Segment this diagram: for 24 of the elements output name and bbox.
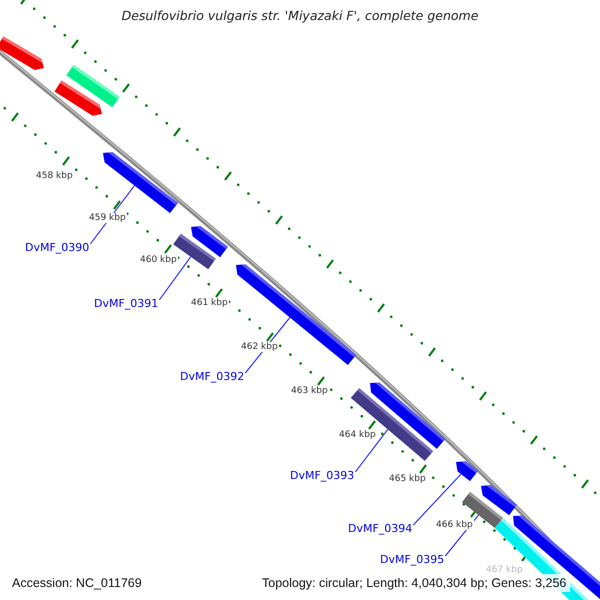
scale-label: 463 kbp bbox=[290, 386, 329, 396]
leader-line bbox=[158, 256, 192, 300]
scale-label: 461 kbp bbox=[190, 298, 229, 308]
gene-feature bbox=[103, 152, 178, 214]
scale-label: 465 kbp bbox=[388, 474, 427, 484]
gene-label: DvMF_0392 bbox=[180, 371, 244, 384]
scale-label: 467 kbp bbox=[485, 565, 524, 576]
scale-label: 466 kbp bbox=[435, 520, 474, 530]
gene-label: DvMF_0393 bbox=[290, 470, 354, 483]
scale-label: 464 kbp bbox=[338, 430, 377, 440]
gene-label: DvMF_0390 bbox=[25, 242, 90, 255]
gene-feature bbox=[456, 461, 478, 482]
scale-label: 460 kbp bbox=[139, 255, 178, 266]
gene-label: DvMF_0391 bbox=[94, 298, 158, 311]
scale-label: 458 kbp bbox=[35, 171, 74, 182]
scale-label: 459 kbp bbox=[88, 213, 127, 224]
leader-line bbox=[412, 474, 462, 526]
gene-feature bbox=[0, 36, 44, 70]
gene-label: DvMF_0395 bbox=[380, 554, 444, 567]
gene-feature bbox=[54, 80, 102, 116]
leader-line bbox=[354, 428, 388, 472]
gene-label: DvMF_0394 bbox=[348, 523, 412, 536]
title: Desulfovibrio vulgaris str. 'Miyazaki F', complete genome bbox=[120, 9, 480, 24]
scale-label: 462 kbp bbox=[240, 342, 279, 352]
